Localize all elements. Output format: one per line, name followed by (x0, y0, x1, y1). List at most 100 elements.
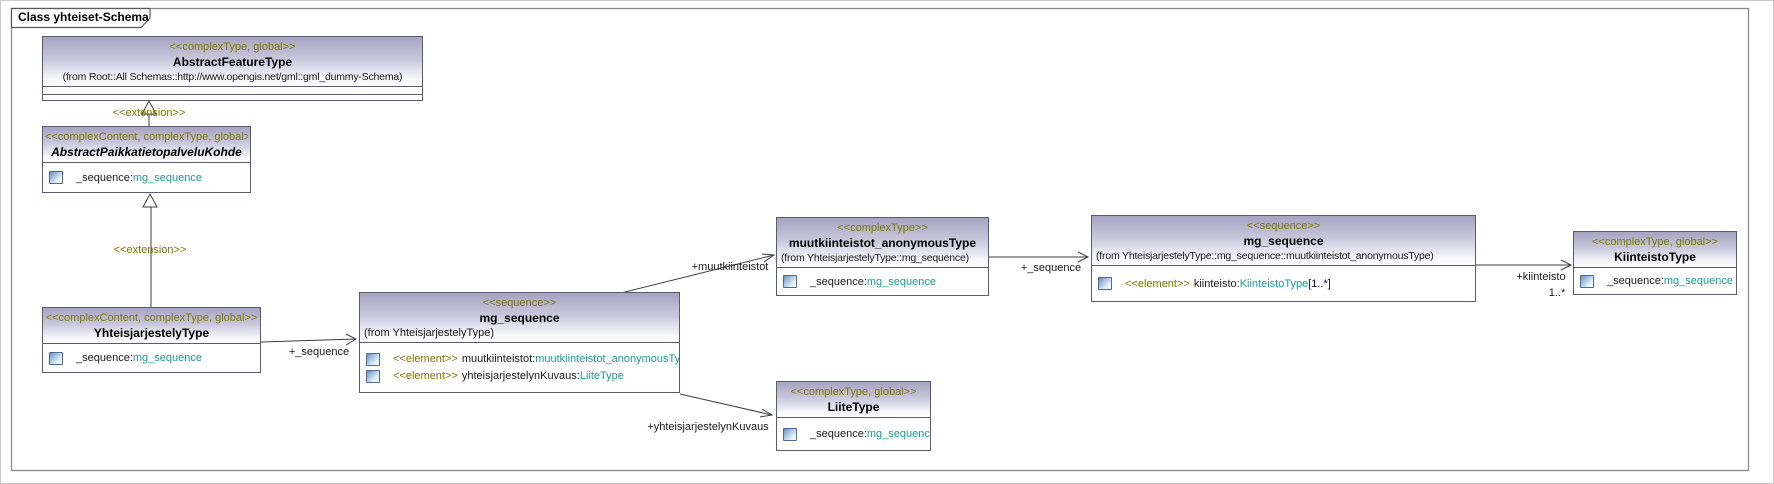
attribute-row[interactable]: <<element>>muutkiinteistot:muutkiinteist… (360, 351, 679, 368)
class-box-liitetype[interactable]: <<complexType, global>> LiiteType _seque… (776, 381, 931, 451)
class-name: mg_sequence (1243, 234, 1324, 248)
attribute-text: _sequence:mg_sequence (810, 428, 930, 440)
attribute-text: _sequence:mg_sequence (76, 352, 202, 364)
class-from-path: (from Root::All Schemas::http://www.open… (62, 71, 403, 83)
label-role-muutkiinteistot[interactable]: +muutkiinteistot (691, 261, 769, 273)
class-name: KiinteistoType (1614, 250, 1696, 264)
attribute-type: mg_sequence (1663, 275, 1733, 287)
class-name: muutkiinteistot_anonymousType (788, 236, 977, 250)
class-header: <<complexType, global>> LiiteType (777, 382, 930, 417)
attribute-name: _sequence: (810, 428, 867, 440)
attribute-stereotype: <<element>> (1125, 277, 1190, 290)
attributes-compartment: _sequence:mg_sequence (1574, 267, 1736, 294)
operations-compartment-empty (43, 94, 422, 100)
attribute-text: _sequence:mg_sequence (810, 276, 936, 288)
attributes-compartment: <<element>>muutkiinteistot:muutkiinteist… (360, 342, 679, 392)
attributes-compartment: _sequence:mg_sequence (777, 417, 930, 450)
class-header: <<complexContent, complexType, global>> … (43, 127, 250, 162)
attribute-row[interactable]: _sequence:mg_sequence (777, 426, 930, 443)
class-box-yhteisjarjestelytype[interactable]: <<complexContent, complexType, global>> … (42, 307, 261, 373)
class-box-mg-sequence-center[interactable]: <<sequence>> mg_sequence (from Yhteisjar… (359, 292, 680, 393)
label-extension-bottom[interactable]: <<extension>> (113, 244, 187, 256)
attribute-row[interactable]: _sequence:mg_sequence (43, 169, 250, 186)
class-from-path: (from YhteisjarjestelyType::mg_sequence:… (1096, 250, 1434, 262)
attribute-name: kiinteisto: (1193, 277, 1240, 290)
attribute-text: <<element>>muutkiinteistot:muutkiinteist… (393, 353, 679, 365)
attribute-type: muutkiinteistot_anonymousType (535, 353, 679, 365)
connector-association-sequence-mid[interactable] (989, 251, 1090, 263)
attribute-stereotype: <<element>> (393, 353, 458, 365)
attribute-type: mg_sequence (132, 352, 202, 364)
attributes-compartment: <<element>>kiinteisto:KiinteistoType[1..… (1092, 265, 1475, 301)
class-name: mg_sequence (479, 311, 560, 325)
class-name: AbstractPaikkatietopalveluKohde (51, 145, 242, 159)
attribute-name: _sequence: (810, 275, 867, 288)
class-stereotype: <<sequence>> (1246, 220, 1321, 232)
connector-association-kiinteisto[interactable] (1476, 259, 1573, 271)
class-header: <<complexContent, complexType, global>> … (43, 308, 260, 343)
class-header: <<sequence>> mg_sequence (from Yhteisjar… (360, 293, 679, 342)
class-box-abstractpaikkatietopalvelukohde[interactable]: <<complexContent, complexType, global>> … (42, 126, 251, 193)
attribute-cardinality: [1..*] (1308, 277, 1331, 290)
class-stereotype: <<complexType, global>> (1592, 236, 1718, 248)
class-from-path: (from YhteisjarjestelyType::mg_sequence) (781, 252, 969, 264)
class-box-abstractfeaturetype[interactable]: <<complexType, global>> AbstractFeatureT… (42, 36, 423, 101)
attribute-type: mg_sequence (132, 171, 202, 184)
attribute-text: _sequence:mg_sequence (76, 172, 202, 184)
connector-association-yhteisjarjestelynkuvaus[interactable] (679, 393, 774, 418)
attributes-compartment: _sequence:mg_sequence (43, 343, 260, 372)
class-box-muutkiinteistot-anonymoustype[interactable]: <<complexType>> muutkiinteistot_anonymou… (776, 217, 989, 296)
attribute-icon (49, 351, 63, 365)
attribute-name: _sequence: (1607, 275, 1664, 287)
attribute-stereotype: <<element>> (393, 370, 458, 382)
class-stereotype: <<complexType, global>> (790, 386, 917, 398)
class-header: <<sequence>> mg_sequence (from Yhteisjar… (1092, 216, 1475, 265)
class-stereotype: <<complexType>> (837, 222, 928, 234)
attribute-name: _sequence: (76, 171, 133, 184)
attribute-name: muutkiinteistot: (461, 353, 536, 365)
attribute-row[interactable]: _sequence:mg_sequence (777, 273, 988, 290)
class-header: <<complexType, global>> KiinteistoType (1574, 232, 1736, 267)
class-name: YhteisjarjestelyType (93, 326, 210, 340)
label-role-sequence-mid[interactable]: +_sequence (1020, 262, 1082, 274)
attributes-compartment: _sequence:mg_sequence (777, 267, 988, 295)
attribute-icon (366, 369, 380, 383)
attribute-row[interactable]: <<element>>yhteisjarjestelynKuvaus:Liite… (360, 368, 679, 385)
class-from-path: (from YhteisjarjestelyType) (364, 327, 495, 339)
attribute-name: _sequence: (76, 352, 133, 364)
attribute-type: mg_sequence (866, 428, 930, 440)
class-header: <<complexType, global>> AbstractFeatureT… (43, 37, 422, 86)
attribute-icon (783, 275, 797, 288)
diagram-title: Class yhteiset-Schema (18, 10, 149, 24)
label-role-sequence-left[interactable]: +_sequence (288, 346, 350, 358)
label-role-yhteisjarjestelynkuvaus[interactable]: +yhteisjarjestelynKuvaus (647, 421, 769, 433)
attribute-icon (783, 427, 797, 441)
class-name: AbstractFeatureType (172, 55, 293, 69)
label-multiplicity-kiinteisto[interactable]: 1..* (1548, 287, 1566, 299)
attribute-icon (49, 171, 63, 184)
attribute-row[interactable]: _sequence:mg_sequence (1574, 273, 1736, 290)
class-stereotype: <<complexContent, complexType, global>> (45, 131, 248, 143)
class-stereotype: <<complexContent, complexType, global>> (45, 312, 258, 324)
attribute-row[interactable]: _sequence:mg_sequence (43, 350, 260, 367)
class-name: LiiteType (827, 400, 880, 414)
class-box-mg-sequence-right[interactable]: <<sequence>> mg_sequence (from Yhteisjar… (1091, 215, 1476, 302)
label-role-kiinteisto[interactable]: +kiinteisto (1516, 271, 1566, 283)
class-stereotype: <<complexType, global>> (169, 41, 296, 53)
class-header: <<complexType>> muutkiinteistot_anonymou… (777, 218, 988, 267)
attribute-icon (1580, 274, 1594, 288)
connector-association-muutkiinteistot[interactable] (620, 253, 776, 294)
class-box-kiinteistotype[interactable]: <<complexType, global>> KiinteistoType _… (1573, 231, 1737, 295)
attribute-text: _sequence:mg_sequence (1607, 275, 1733, 287)
class-stereotype: <<sequence>> (482, 297, 557, 309)
attribute-name: yhteisjarjestelynKuvaus: (461, 370, 580, 382)
connector-association-sequence-left[interactable] (260, 333, 358, 346)
attribute-type: LiiteType (579, 370, 624, 382)
attribute-icon (366, 352, 380, 366)
attribute-icon (1098, 277, 1112, 290)
label-extension-top[interactable]: <<extension>> (112, 107, 186, 119)
attribute-text: <<element>>kiinteisto:KiinteistoType[1..… (1125, 278, 1331, 290)
attribute-text: <<element>>yhteisjarjestelynKuvaus:Liite… (393, 370, 624, 382)
attribute-row[interactable]: <<element>>kiinteisto:KiinteistoType[1..… (1092, 275, 1475, 292)
